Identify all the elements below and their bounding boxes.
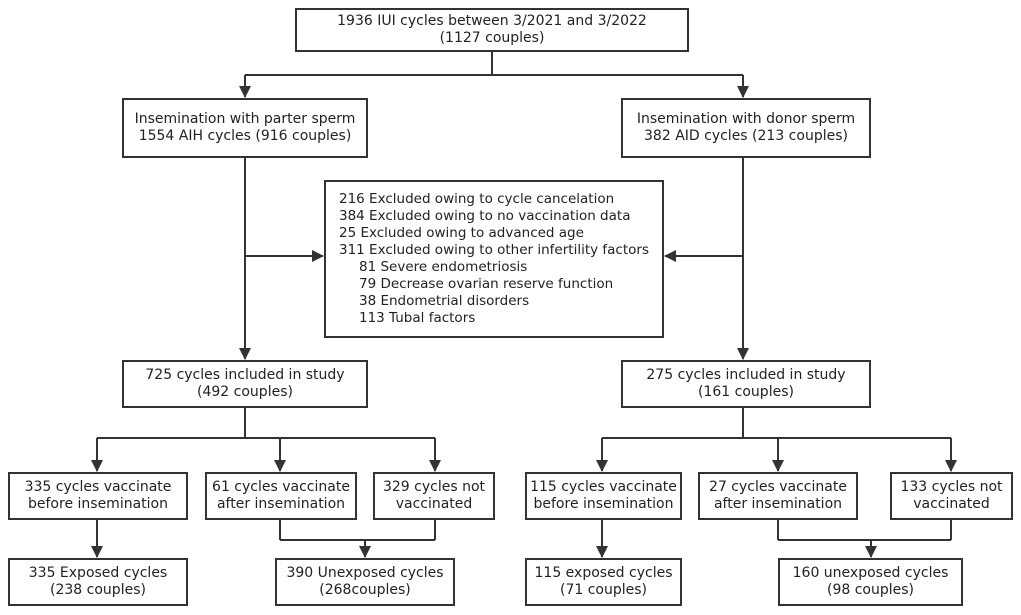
right-not-vaccinated-box: 133 cycles not vaccinated xyxy=(890,472,1013,520)
exclusion-item: 216 Excluded owing to cycle cancelation xyxy=(339,191,615,207)
left-included-line1: 725 cycles included in study xyxy=(145,367,345,383)
aid-cycles-box: Insemination with donor sperm 382 AID cy… xyxy=(621,98,871,158)
right-vaccinated-after-line1: 27 cycles vaccinate xyxy=(709,479,847,495)
right-included-line1: 275 cycles included in study xyxy=(646,367,846,383)
right-exposed-box: 115 exposed cycles (71 couples) xyxy=(525,558,682,606)
exclusion-item: 384 Excluded owing to no vaccination dat… xyxy=(339,208,631,224)
all-iui-cycles-line1: 1936 IUI cycles between 3/2021 and 3/202… xyxy=(337,13,647,29)
aih-cycles-box: Insemination with parter sperm 1554 AIH … xyxy=(122,98,368,158)
left-vaccinated-before-line1: 335 cycles vaccinate xyxy=(24,479,172,495)
left-exposed-line1: 335 Exposed cycles xyxy=(28,565,168,581)
left-not-vaccinated-box: 329 cycles not vaccinated xyxy=(373,472,495,520)
right-vaccinated-before-line1: 115 cycles vaccinate xyxy=(530,479,677,495)
right-not-vaccinated-line1: 133 cycles not xyxy=(900,479,1003,495)
left-included-line2: (492 couples) xyxy=(197,384,293,400)
right-vaccinated-after-line2: after insemination xyxy=(713,496,843,512)
right-unexposed-line2: (98 couples) xyxy=(826,582,914,598)
left-vaccinated-after-line1: 61 cycles vaccinate xyxy=(212,479,350,495)
left-not-vaccinated-line1: 329 cycles not xyxy=(382,479,486,495)
exclusion-item: 25 Excluded owing to advanced age xyxy=(339,225,584,241)
exclusion-subitem: 113 Tubal factors xyxy=(359,310,476,326)
left-exposed-line2: (238 couples) xyxy=(50,582,146,598)
right-exposed-line1: 115 exposed cycles xyxy=(534,565,673,581)
all-iui-cycles-box: 1936 IUI cycles between 3/2021 and 3/202… xyxy=(295,8,689,52)
right-vaccinated-after-box: 27 cycles vaccinate after insemination xyxy=(698,472,858,520)
right-vaccinated-before-line2: before insemination xyxy=(533,496,674,512)
left-included-box: 725 cycles included in study (492 couple… xyxy=(122,360,368,408)
aid-cycles-line1: Insemination with donor sperm xyxy=(636,111,856,127)
left-vaccinated-before-box: 335 cycles vaccinate before insemination xyxy=(8,472,188,520)
right-unexposed-box: 160 unexposed cycles (98 couples) xyxy=(778,558,963,606)
right-vaccinated-before-box: 115 cycles vaccinate before insemination xyxy=(525,472,682,520)
aih-cycles-line2: 1554 AIH cycles (916 couples) xyxy=(138,128,352,144)
exclusion-item: 311 Excluded owing to other infertility … xyxy=(339,242,649,258)
left-not-vaccinated-line2: vaccinated xyxy=(395,496,473,512)
aid-cycles-line2: 382 AID cycles (213 couples) xyxy=(644,128,848,144)
exclusion-box: 216 Excluded owing to cycle cancelation … xyxy=(324,180,664,338)
left-vaccinated-after-line2: after insemination xyxy=(216,496,346,512)
right-included-box: 275 cycles included in study (161 couple… xyxy=(621,360,871,408)
left-unexposed-line1: 390 Unexposed cycles xyxy=(286,565,444,581)
right-exposed-line2: (71 couples) xyxy=(559,582,647,598)
left-unexposed-line2: (268couples) xyxy=(319,582,411,598)
right-not-vaccinated-line2: vaccinated xyxy=(913,496,990,512)
aih-cycles-line1: Insemination with parter sperm xyxy=(134,111,356,127)
left-exposed-box: 335 Exposed cycles (238 couples) xyxy=(8,558,188,606)
left-unexposed-box: 390 Unexposed cycles (268couples) xyxy=(275,558,455,606)
left-vaccinated-after-box: 61 cycles vaccinate after insemination xyxy=(205,472,357,520)
exclusion-subitem: 79 Decrease ovarian reserve function xyxy=(359,276,614,292)
exclusion-subitem: 81 Severe endometriosis xyxy=(359,259,528,275)
left-vaccinated-before-line2: before insemination xyxy=(28,496,168,512)
right-included-line2: (161 couples) xyxy=(698,384,794,400)
right-unexposed-line1: 160 unexposed cycles xyxy=(792,565,949,581)
exclusion-subitem: 38 Endometrial disorders xyxy=(359,293,530,309)
all-iui-cycles-line2: (1127 couples) xyxy=(439,30,545,46)
